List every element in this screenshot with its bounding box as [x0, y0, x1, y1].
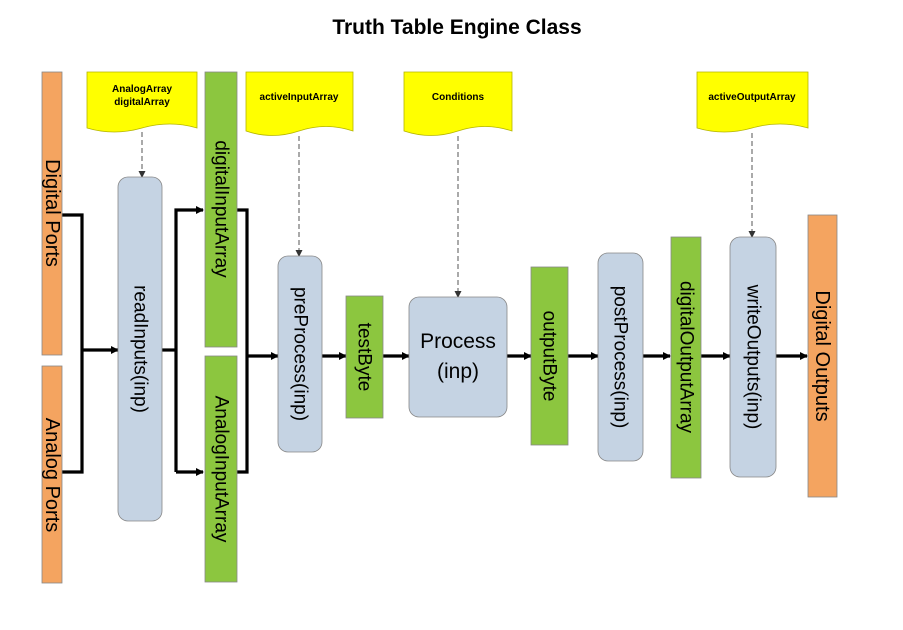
- analog-ports-box: Analog Ports: [41, 365, 63, 584]
- pre-process-box: preProcess(inp): [277, 255, 323, 453]
- arrays-merge-bracket: [237, 208, 249, 474]
- digital-output-array-label: digitalOutputArray: [676, 281, 697, 434]
- digital-input-array-box: digitalInputArray: [204, 71, 238, 348]
- active-input-array-note-label: activeInputArray: [260, 92, 339, 103]
- active-input-array-note: activeInputArray: [245, 71, 354, 136]
- process-box: Process (inp): [408, 296, 508, 418]
- output-byte-box: outputByte: [530, 266, 569, 446]
- post-process-label: postProcess(inp): [610, 286, 631, 429]
- active-output-array-note-label: activeOutputArray: [708, 92, 796, 103]
- read-inputs-box: readInputs(inp): [117, 176, 163, 522]
- active-output-array-note: activeOutputArray: [696, 71, 809, 133]
- digital-input-array-label: digitalInputArray: [211, 140, 232, 278]
- post-process-box: postProcess(inp): [597, 252, 644, 462]
- process-label-line2: (inp): [437, 360, 479, 383]
- test-byte-box: testByte: [345, 295, 384, 419]
- digital-output-array-box: digitalOutputArray: [670, 236, 702, 479]
- digital-outputs-label: Digital Outputs: [811, 290, 833, 421]
- ports-bracket: [62, 213, 84, 474]
- write-outputs-box: writeOutputs(inp): [729, 236, 777, 478]
- arrays-note: AnalogArray digitalArray: [86, 71, 198, 133]
- analog-input-array-box: AnalogInputArray: [204, 355, 238, 583]
- analog-input-array-label: AnalogInputArray: [211, 396, 232, 543]
- arrays-note-line2: digitalArray: [114, 97, 170, 108]
- output-byte-label: outputByte: [539, 311, 560, 402]
- diagram-title: Truth Table Engine Class: [332, 16, 581, 39]
- read-inputs-label: readInputs(inp): [130, 285, 151, 413]
- arrow-to-digital-input-array: [174, 206, 204, 472]
- analog-ports-label: Analog Ports: [41, 418, 63, 533]
- test-byte-label: testByte: [354, 323, 375, 392]
- process-label-line1: Process: [420, 330, 496, 353]
- digital-ports-box: Digital Ports: [41, 71, 63, 356]
- write-outputs-label: writeOutputs(inp): [743, 284, 764, 430]
- digital-ports-label: Digital Ports: [41, 159, 63, 267]
- conditions-note: Conditions: [403, 71, 513, 136]
- conditions-note-label: Conditions: [432, 92, 485, 103]
- pre-process-label: preProcess(inp): [290, 287, 311, 421]
- digital-outputs-box: Digital Outputs: [807, 214, 838, 498]
- arrays-note-line1: AnalogArray: [112, 84, 172, 95]
